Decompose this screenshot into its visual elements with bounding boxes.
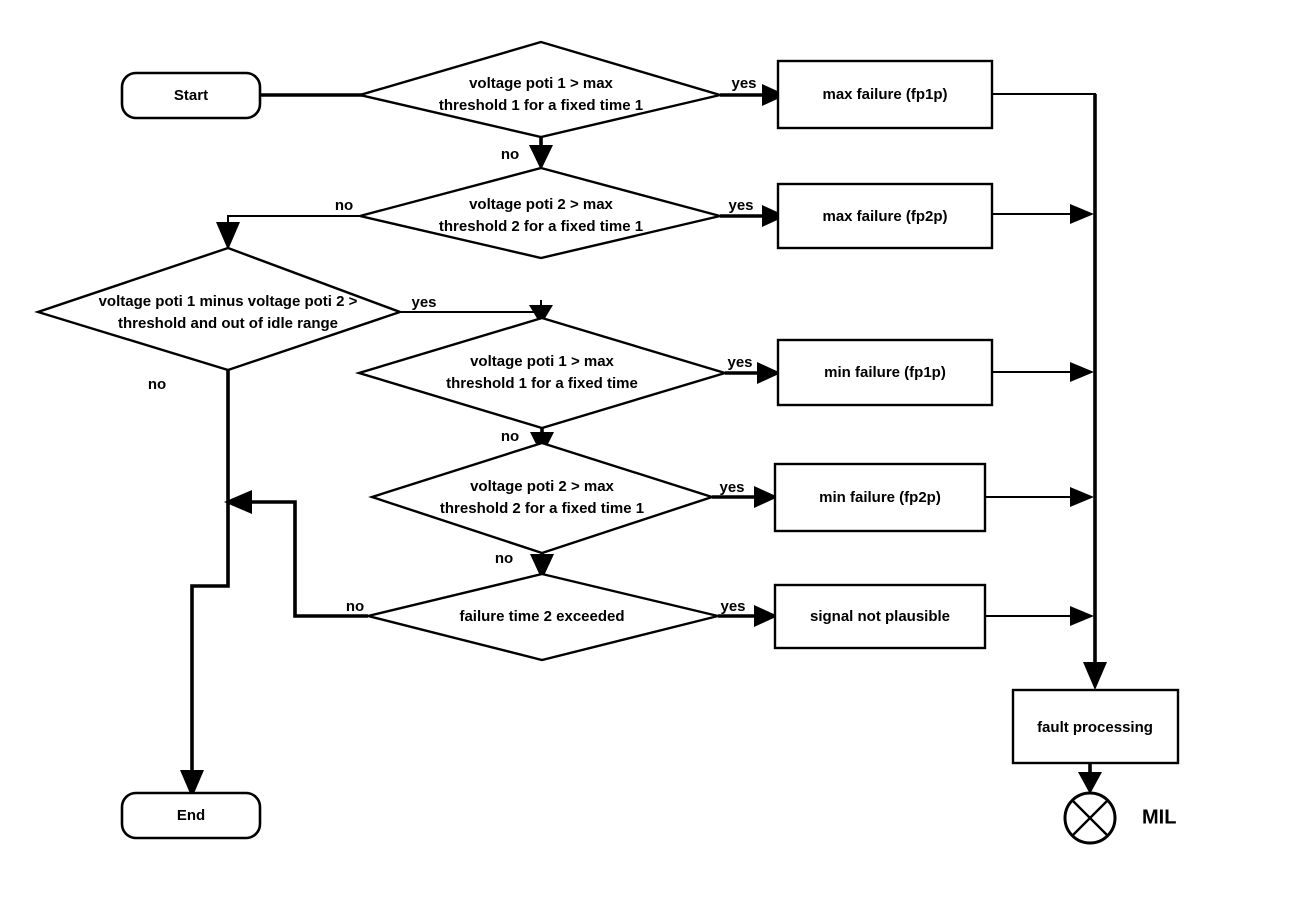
node-decision-poti1-min[interactable]: voltage poti 1 > max threshold 1 for a f…	[354, 316, 730, 430]
node-max-failure-fp1p[interactable]: max failure (fp1p)	[776, 59, 994, 130]
node-decision-poti-difference[interactable]: voltage poti 1 minus voltage poti 2 > th…	[34, 246, 404, 372]
node-max-failure-fp2p[interactable]: max failure (fp2p)	[776, 182, 994, 250]
edge-d3-yes-to-d4	[400, 300, 553, 325]
d3-label-line2: threshold and out of idle range	[118, 315, 338, 332]
edge-d1-yes-to-b1	[720, 84, 786, 106]
node-signal-not-plausible[interactable]: signal not plausible	[773, 583, 987, 650]
b6-label: fault processing	[1037, 719, 1153, 736]
edge-label-d2-yes: yes	[728, 197, 753, 214]
d4-label-line2: threshold 1 for a fixed time	[446, 375, 638, 392]
edge-label-d5-yes: yes	[719, 479, 744, 496]
edge-d2-no-to-d3	[216, 215, 360, 250]
node-decision-poti2-min[interactable]: voltage poti 2 > max threshold 2 for a f…	[368, 441, 716, 555]
edge-d6-no-to-end	[224, 490, 368, 618]
d5-label-line1: voltage poti 2 > max	[470, 478, 614, 495]
d4-label-line1: voltage poti 1 > max	[470, 353, 614, 370]
node-mil-indicator[interactable]	[1063, 791, 1117, 845]
node-end[interactable]: End	[120, 791, 262, 840]
edge-label-d1-yes: yes	[731, 75, 756, 92]
d1-label-line2: threshold 1 for a fixed time 1	[439, 97, 643, 114]
fault-bus-line	[1083, 94, 1107, 690]
edge-d2-yes-to-b2	[720, 205, 786, 227]
d2-label-line1: voltage poti 2 > max	[469, 196, 613, 213]
edge-d5-no-to-d6	[530, 553, 554, 580]
edge-d4-yes-to-b3	[725, 362, 781, 384]
edge-label-d3-yes: yes	[411, 294, 436, 311]
edge-label-d5-no: no	[495, 550, 513, 567]
edge-label-d2-no: no	[335, 197, 353, 214]
edge-d3-no-to-end	[180, 370, 230, 798]
b2-label: max failure (fp2p)	[822, 208, 947, 225]
edge-label-d3-no: no	[148, 376, 166, 393]
node-decision-failure-time-2[interactable]: failure time 2 exceeded	[367, 572, 719, 662]
b5-label: signal not plausible	[810, 608, 950, 625]
edge-b6-to-mil	[1078, 763, 1102, 794]
edge-label-d4-yes: yes	[727, 354, 752, 371]
edge-b2-to-bus	[992, 204, 1094, 224]
b3-label: min failure (fp1p)	[824, 364, 946, 381]
d3-label-line1: voltage poti 1 minus voltage poti 2 >	[99, 293, 358, 310]
d1-label-line1: voltage poti 1 > max	[469, 75, 613, 92]
node-start-label: Start	[174, 87, 208, 104]
d2-label-line2: threshold 2 for a fixed time 1	[439, 218, 643, 235]
b1-label: max failure (fp1p)	[822, 86, 947, 103]
edge-label-d6-no: no	[346, 598, 364, 615]
node-min-failure-fp2p[interactable]: min failure (fp2p)	[773, 462, 987, 533]
edge-b4-to-bus	[985, 487, 1094, 507]
edge-b5-to-bus	[985, 606, 1094, 626]
node-start[interactable]: Start	[120, 71, 262, 120]
node-fault-processing[interactable]: fault processing	[1011, 688, 1180, 765]
b4-label: min failure (fp2p)	[819, 489, 941, 506]
node-end-label: End	[177, 807, 205, 824]
edge-d1-no-to-d2	[529, 137, 553, 170]
d5-label-line2: threshold 2 for a fixed time 1	[440, 500, 644, 517]
edge-b1-to-bus	[992, 93, 1096, 200]
node-min-failure-fp1p[interactable]: min failure (fp1p)	[776, 338, 994, 407]
mil-label: MIL	[1142, 806, 1176, 828]
edge-d5-yes-to-b4	[712, 486, 778, 508]
edge-b3-to-bus	[992, 362, 1094, 382]
node-decision-poti2-max[interactable]: voltage poti 2 > max threshold 2 for a f…	[359, 166, 721, 260]
edge-label-d6-yes: yes	[720, 598, 745, 615]
edge-label-d4-no: no	[501, 428, 519, 445]
d6-label: failure time 2 exceeded	[459, 608, 624, 625]
edge-d6-yes-to-b5	[718, 605, 778, 627]
node-decision-poti1-max[interactable]: voltage poti 1 > max threshold 1 for a f…	[355, 40, 725, 139]
edge-label-d1-no: no	[501, 146, 519, 163]
